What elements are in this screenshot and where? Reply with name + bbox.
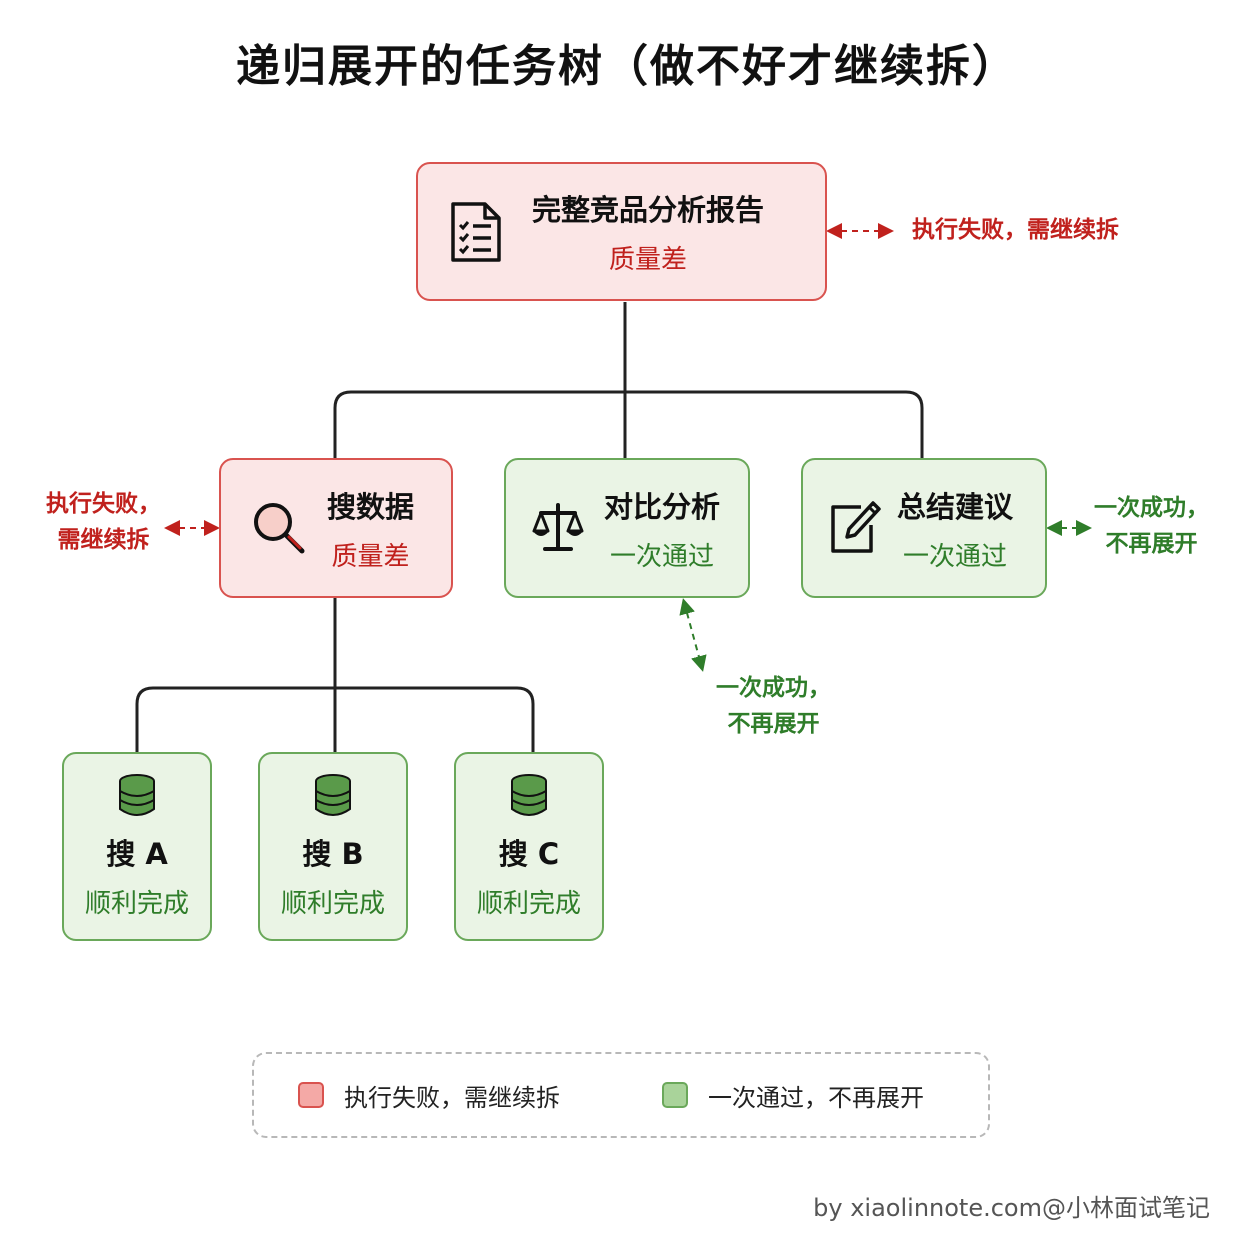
root-status: 质量差 [609, 245, 688, 275]
summary-suggestions-note-line2: 不再展开 [1105, 531, 1198, 557]
page-title: 递归展开的任务树（做不好才继续拆） [236, 41, 1018, 92]
node-search-a: 搜 A 顺利完成 [62, 752, 212, 941]
legend-swatch-fail [298, 1082, 324, 1108]
legend-item-fail: 执行失败，需继续拆 [298, 1078, 560, 1113]
compare-analysis-status: 一次通过 [610, 541, 715, 572]
search-data-note-line2: 需继续拆 [57, 527, 150, 553]
database-icon [509, 773, 549, 817]
node-search-data: 搜数据 质量差 [219, 458, 453, 598]
database-icon [313, 773, 353, 817]
node-search-b: 搜 B 顺利完成 [258, 752, 408, 941]
search-a-label: 搜 A [106, 837, 168, 871]
summary-suggestions-note: 一次成功， 不再展开 [1094, 490, 1209, 562]
summary-suggestions-note-line1: 一次成功， [1094, 495, 1209, 521]
search-c-status: 顺利完成 [476, 889, 581, 919]
search-data-status: 质量差 [331, 541, 410, 572]
footer-credit: by xiaolinnote.com@小林面试笔记 [813, 1194, 1210, 1222]
pencil-note-icon [827, 499, 883, 557]
root-node: 完整竞品分析报告 质量差 [416, 162, 827, 301]
node-compare-analysis: 对比分析 一次通过 [504, 458, 750, 598]
legend-item-pass: 一次通过，不再展开 [662, 1078, 924, 1113]
node-summary-suggestions: 总结建议 一次通过 [801, 458, 1047, 598]
search-data-note: 执行失败， 需继续拆 [46, 486, 161, 558]
summary-suggestions-label: 总结建议 [897, 489, 1014, 524]
arrow-compare-note [679, 598, 707, 672]
legend: 执行失败，需继续拆 一次通过，不再展开 [252, 1052, 990, 1138]
search-c-label: 搜 C [498, 837, 560, 871]
summary-suggestions-status: 一次通过 [903, 541, 1008, 572]
compare-analysis-note-line1: 一次成功， [716, 675, 831, 701]
database-icon [117, 773, 157, 817]
search-b-label: 搜 B [302, 837, 364, 871]
edge-level1-bus [333, 390, 924, 458]
search-b-status: 顺利完成 [280, 889, 385, 919]
scale-icon [530, 501, 586, 555]
compare-analysis-label: 对比分析 [604, 489, 721, 524]
compare-analysis-note-line2: 不再展开 [727, 711, 820, 737]
document-checklist-icon [448, 200, 504, 264]
magnifier-icon [249, 499, 309, 557]
legend-label-pass: 一次通过，不再展开 [708, 1083, 924, 1112]
legend-swatch-pass [662, 1082, 688, 1108]
search-data-label: 搜数据 [327, 489, 415, 524]
search-a-status: 顺利完成 [84, 889, 189, 919]
legend-label-fail: 执行失败，需继续拆 [344, 1083, 560, 1112]
root-note: 执行失败，需继续拆 [912, 217, 1119, 243]
compare-analysis-note: 一次成功， 不再展开 [716, 670, 831, 742]
node-search-c: 搜 C 顺利完成 [454, 752, 604, 941]
search-data-note-line1: 执行失败， [46, 491, 161, 517]
root-label: 完整竞品分析报告 [532, 193, 765, 227]
